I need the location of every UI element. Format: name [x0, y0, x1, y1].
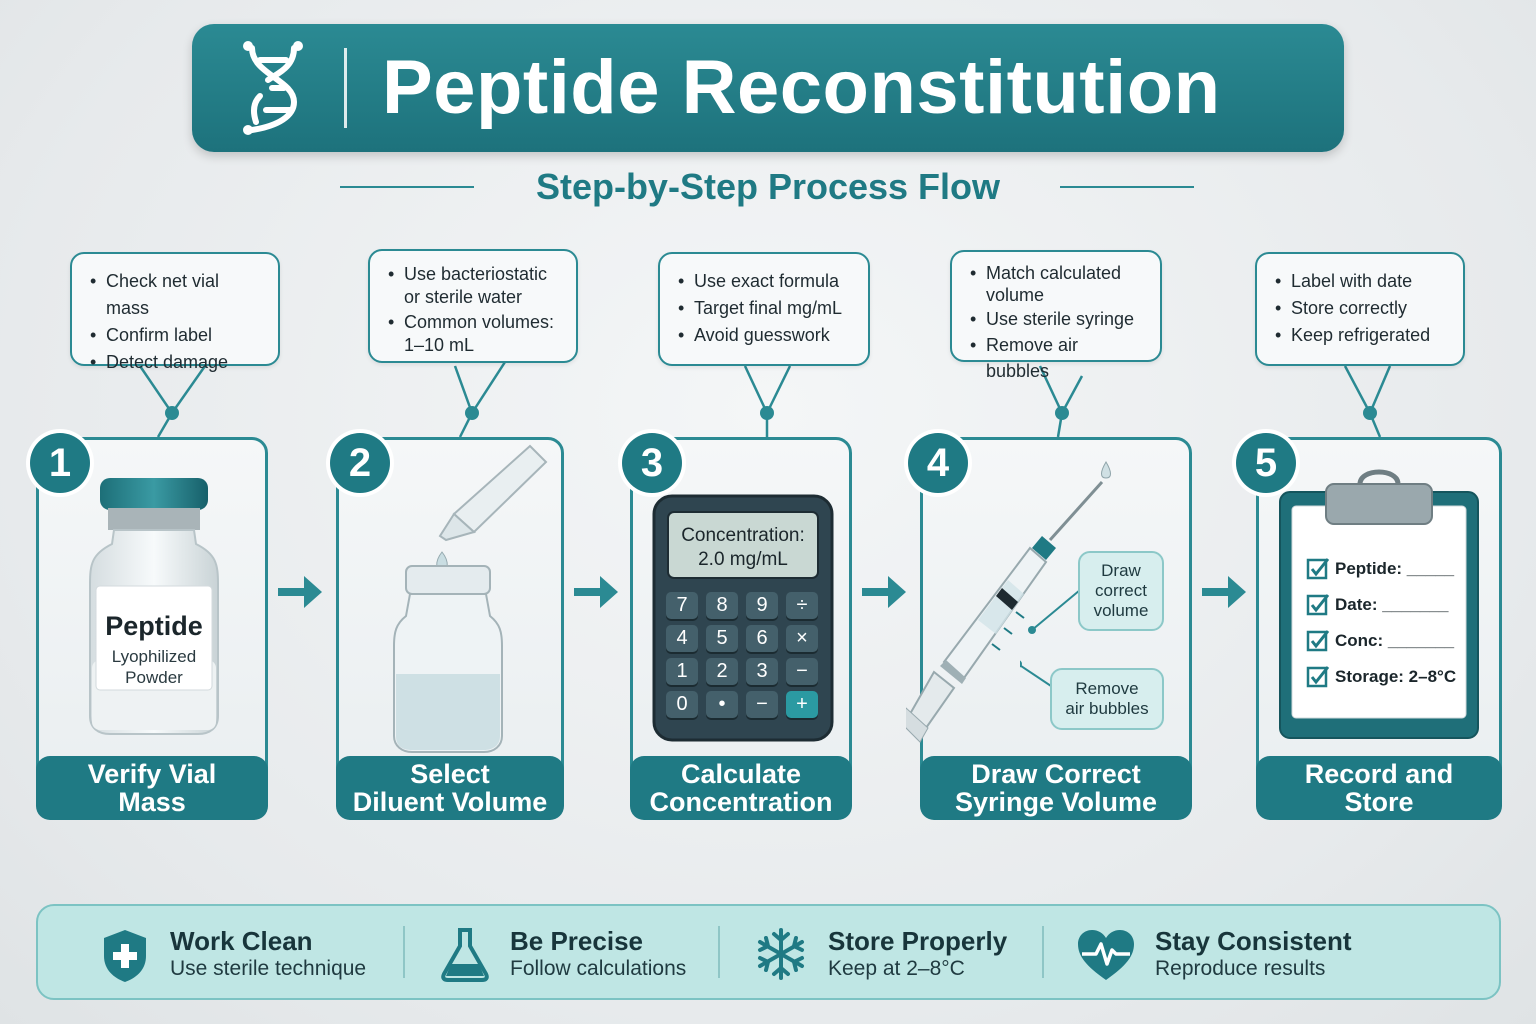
bullet: Common volumes:1–10 mL — [388, 311, 562, 357]
vial-icon — [89, 478, 219, 735]
tip-subtitle: Reproduce results — [1155, 957, 1326, 980]
checklist-text: Peptide: _____ — [1335, 559, 1455, 578]
flow-arrow-icon — [574, 576, 618, 608]
tip-separator — [718, 926, 720, 978]
step-badge-4: 4 — [908, 433, 968, 493]
bullet: Detect damage — [90, 349, 264, 376]
checkbox-checked-icon — [1306, 630, 1330, 652]
page-title: Peptide Reconstitution — [382, 45, 1221, 130]
tip-subtitle: Use sterile technique — [170, 957, 367, 980]
step-badge-5: 5 — [1236, 433, 1296, 493]
step-badge-3: 3 — [622, 433, 682, 493]
flow-arrow-icon — [1202, 576, 1246, 608]
calculator-key: 5 — [706, 625, 738, 652]
bullet: Keep refrigerated — [1275, 322, 1449, 349]
checkbox-checked-icon — [1306, 594, 1330, 616]
calculator-key: 7 — [666, 592, 698, 619]
clipboard-icon — [1279, 469, 1479, 739]
checklist-row: Peptide: _____ — [1306, 551, 1476, 587]
tips-panel — [36, 904, 1501, 1000]
checkbox-checked-icon — [1306, 558, 1330, 580]
checklist-text: Conc: _______ — [1335, 631, 1455, 650]
title-banner: Peptide Reconstitution — [192, 24, 1344, 152]
step-card-2 — [336, 437, 564, 819]
calculator-key: 4 — [666, 625, 698, 652]
syringe-note-pointers — [1020, 589, 1081, 689]
calculator-key: 8 — [706, 592, 738, 619]
checklist-row: Conc: _______ — [1306, 623, 1476, 659]
bullet: Confirm label — [90, 322, 264, 349]
calculator-key: 2 — [706, 658, 738, 685]
tip-subtitle: Keep at 2–8°C — [828, 957, 965, 980]
tip-separator — [403, 926, 405, 978]
step-badge-1: 1 — [30, 433, 90, 493]
banner-divider — [344, 48, 347, 128]
bullet: Label with date — [1275, 268, 1449, 295]
tip-subtitle: Follow calculations — [510, 957, 687, 980]
checkbox-checked-icon — [1306, 666, 1330, 688]
heart-pulse-icon — [1078, 930, 1134, 980]
clipboard-checklist: Peptide: _____ Date: _______ Conc: _______… — [1306, 551, 1476, 695]
flow-arrow-icon — [862, 576, 906, 608]
calculator-key: 9 — [746, 592, 778, 619]
checklist-text: Date: _______ — [1335, 595, 1449, 614]
checklist-text: Storage: 2–8°C — [1335, 667, 1457, 686]
checklist-row: Storage: 2–8°C — [1306, 659, 1476, 695]
calculator-key: • — [706, 691, 738, 718]
flow-arrow-icon — [278, 576, 322, 608]
bullet: Avoid guesswork — [678, 322, 854, 349]
syringe-icon — [906, 461, 1111, 743]
tip-title: Be Precise — [510, 926, 643, 956]
tip-title: Store Properly — [828, 926, 1008, 956]
checklist-row: Date: _______ — [1306, 587, 1476, 623]
callout-step-3: Use exact formula Target final mg/mL Avo… — [658, 252, 870, 366]
calculator-key: 3 — [746, 658, 778, 685]
calculator-key: 1 — [666, 658, 698, 685]
dna-icon — [243, 41, 303, 135]
page-subtitle: Step-by-Step Process Flow — [535, 166, 1001, 207]
callout-step-1: Check net vial mass Confirm label Detect… — [70, 252, 280, 376]
calculator-key: + — [786, 691, 818, 718]
callout-step-5: Label with date Store correctly Keep ref… — [1255, 252, 1465, 366]
tip-title: Stay Consistent — [1155, 926, 1352, 956]
subtitle-rule-left — [340, 186, 474, 188]
subtitle-rule-right — [1060, 186, 1194, 188]
calculator-key: ÷ — [786, 592, 818, 619]
tip-title: Work Clean — [170, 926, 313, 956]
bullet: Use sterile syringe — [970, 306, 1146, 332]
calculator-display: Concentration:2.0 mg/mL — [681, 525, 805, 570]
bullet: Store correctly — [1275, 295, 1449, 322]
calculator-key: − — [746, 691, 778, 718]
step-badge-2: 2 — [330, 433, 390, 493]
calculator-key: 6 — [746, 625, 778, 652]
tip-separator — [1042, 926, 1044, 978]
bullet: Check net vial mass — [90, 268, 264, 322]
calculator-key: 0 — [666, 691, 698, 718]
bullet: Target final mg/mL — [678, 295, 854, 322]
snowflake-icon — [758, 928, 804, 980]
bullet: Remove air bubbles — [970, 332, 1146, 384]
dropper-icon — [393, 444, 548, 753]
calculator-key: × — [786, 625, 818, 652]
vial-label-title: Peptide — [105, 611, 203, 641]
bullet: Use exact formula — [678, 268, 854, 295]
flask-icon — [441, 928, 489, 982]
calculator-key: − — [786, 658, 818, 685]
shield-plus-icon — [104, 930, 146, 982]
